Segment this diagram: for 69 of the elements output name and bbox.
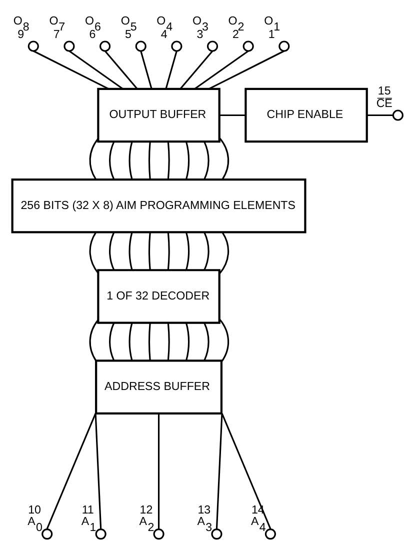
connector — [167, 322, 170, 360]
node-label: 12 — [140, 504, 153, 516]
connector — [89, 232, 99, 273]
connector — [220, 114, 246, 116]
connector — [216, 412, 223, 528]
connector — [68, 50, 124, 89]
connector — [204, 232, 210, 270]
node-label: 5 — [125, 28, 132, 41]
connector — [158, 412, 160, 528]
connector — [104, 50, 138, 89]
node-label: 7 — [53, 28, 60, 41]
node-label: C̅E̅ — [376, 98, 392, 110]
node-circle — [100, 40, 111, 52]
node-circle — [264, 528, 276, 540]
node-circle — [392, 109, 404, 120]
connector — [180, 50, 214, 89]
node-circle — [211, 528, 222, 540]
connector — [367, 114, 394, 116]
connector — [109, 322, 115, 360]
connector — [140, 50, 152, 89]
connector — [204, 141, 210, 180]
connector — [167, 141, 170, 179]
connector — [148, 322, 151, 360]
node-label: 10 — [28, 504, 42, 516]
connector — [208, 50, 284, 90]
connector — [148, 232, 151, 270]
connector — [89, 138, 99, 180]
node-circle — [95, 528, 106, 540]
node-box: 256 BITS (32 X 8) AIM PROGRAMMING ELEMENTS — [11, 178, 306, 233]
connector — [219, 318, 230, 362]
connector — [186, 322, 190, 360]
node-label: 11 — [82, 504, 94, 516]
node-circle — [206, 40, 218, 52]
node-label: 9 — [18, 28, 24, 41]
connector — [33, 50, 109, 90]
node-label: 2 — [232, 28, 239, 41]
node-label: 13 — [198, 504, 211, 516]
node-box: CHIP ENABLE — [244, 87, 368, 142]
node-circle — [135, 40, 146, 52]
node-circle — [42, 528, 53, 540]
connector — [204, 322, 210, 360]
node-circle — [28, 40, 39, 52]
connector — [94, 412, 102, 528]
connector — [89, 318, 99, 361]
connector — [128, 232, 133, 270]
node-box: ADDRESS BUFFER — [95, 359, 223, 414]
node-circle — [171, 40, 182, 52]
connector — [186, 232, 190, 270]
node-box: OUTPUT BUFFER — [97, 87, 220, 142]
connector — [165, 50, 178, 89]
connector — [128, 322, 133, 360]
node-box: 1 OF 32 DECODER — [97, 268, 220, 324]
connector — [109, 141, 115, 180]
connector — [194, 50, 249, 89]
node-circle — [242, 40, 254, 52]
connector — [221, 412, 272, 529]
connector — [46, 412, 96, 529]
connector — [128, 141, 133, 179]
node-circle — [64, 40, 75, 52]
node-label: 1 — [268, 28, 275, 41]
node-circle — [278, 40, 290, 52]
node-label: 15 — [378, 84, 391, 97]
connector — [186, 141, 190, 179]
connector — [218, 232, 230, 274]
connector — [219, 137, 230, 180]
connector — [148, 141, 151, 179]
connector — [109, 232, 115, 270]
connector — [167, 232, 170, 270]
node-circle — [153, 528, 164, 540]
